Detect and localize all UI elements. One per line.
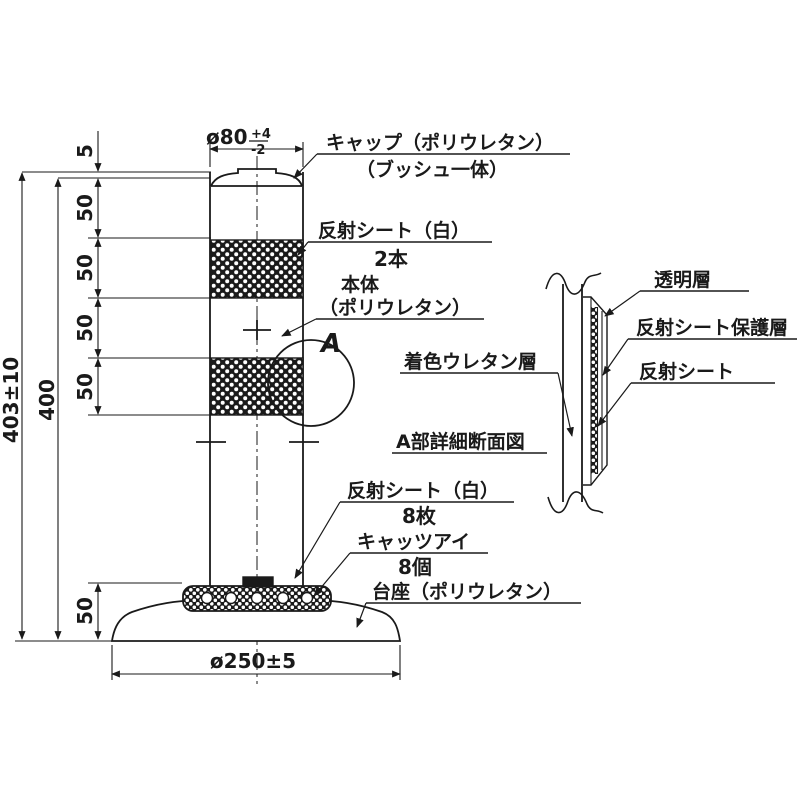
dim-segment-3: 50 — [73, 314, 97, 342]
catseye-1 — [200, 591, 214, 605]
dim-base-diameter: ø250±5 — [210, 649, 296, 673]
label-catseye: キャッツアイ — [357, 531, 470, 553]
drawing-text: 5 50 50 50 50 50 400 403±10 ø80 +4 -2 ø2… — [0, 125, 788, 673]
dim-segment-4: 50 — [73, 373, 97, 401]
dim-cap-height: 5 — [73, 144, 97, 158]
detail-section-view — [545, 272, 608, 514]
laminate-envelope — [583, 296, 608, 486]
dim-segment-2: 50 — [73, 254, 97, 282]
catseye-5 — [300, 591, 314, 605]
dim-segment-1: 50 — [73, 194, 97, 222]
leader-transparent-layer — [604, 290, 641, 317]
label-protect-layer: 反射シート保護層 — [636, 316, 788, 339]
leader-base — [356, 602, 367, 628]
label-body-line1: 本体 — [341, 273, 380, 296]
reflective-band-lower — [210, 357, 304, 416]
label-sheet-layer: 反射シート — [639, 360, 734, 383]
laminate-layer-lines — [590, 297, 603, 485]
ring-center-tab — [242, 576, 274, 588]
reflective-band-upper — [210, 239, 304, 299]
break-squiggle-top — [545, 272, 602, 295]
leader-sheet-layer — [597, 382, 632, 427]
leader-catseye — [313, 552, 351, 597]
leader-cap — [293, 153, 318, 179]
label-catseye-qty: 8個 — [398, 555, 432, 579]
dim-base-height: 50 — [73, 597, 97, 625]
label-body-line2: （ポリウレタン） — [319, 296, 471, 319]
detail-circle-a — [267, 339, 355, 427]
dim-body-height: 400 — [35, 379, 59, 421]
label-base: 台座（ポリウレタン） — [372, 580, 562, 603]
catseye-2 — [224, 591, 238, 605]
main-view — [15, 131, 797, 684]
label-sheet-top-qty: 2本 — [374, 247, 408, 271]
label-sheet-bottom: 反射シート（白） — [347, 479, 499, 502]
leader-sheet-bottom — [294, 501, 341, 579]
laminate-reflective-strip — [591, 307, 598, 474]
label-sheet-bottom-qty: 8枚 — [402, 504, 437, 528]
label-cap-line1: キャップ（ポリウレタン） — [326, 131, 554, 154]
leader-body — [281, 318, 317, 337]
label-sheet-top: 反射シート（白） — [318, 219, 470, 242]
label-detail-title: A部詳細断面図 — [396, 430, 525, 453]
dim-cap-tol-minus: -2 — [251, 143, 265, 158]
catseye-4 — [276, 591, 290, 605]
label-cap-line2: （ブッシュ一体） — [356, 158, 508, 181]
dim-cap-tol-plus: +4 — [251, 127, 271, 142]
label-colored-layer: 着色ウレタン層 — [404, 350, 537, 373]
leader-sheet-top — [297, 241, 309, 256]
dim-overall-height: 403±10 — [0, 357, 23, 443]
dim-cap-diameter: ø80 — [206, 125, 248, 149]
dimension-lines — [18, 131, 401, 678]
extension-lines — [15, 142, 401, 680]
label-transparent-layer: 透明層 — [654, 269, 711, 291]
break-squiggle-bottom — [547, 491, 604, 514]
label-underlines — [308, 153, 797, 604]
catseye-3 — [250, 591, 264, 605]
label-section-marker-a: A — [319, 329, 341, 359]
leader-colored-layer — [557, 372, 574, 437]
